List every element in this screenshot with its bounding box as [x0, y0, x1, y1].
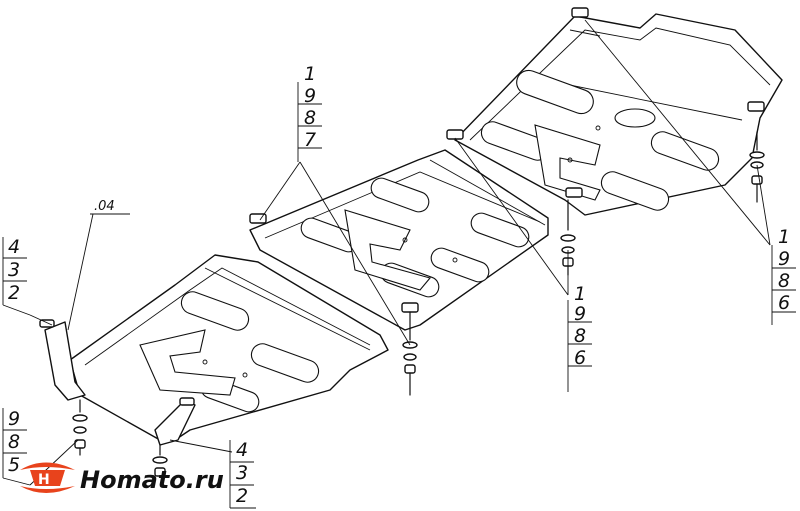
- callout-number: 2: [236, 485, 248, 507]
- callout-bottom-center: 4 3 2: [229, 439, 256, 509]
- callout-right-top: 1 9 8 6: [771, 226, 796, 325]
- callout-number: 1: [778, 226, 790, 248]
- callout-number: 9: [574, 303, 586, 325]
- callout-number: 8: [778, 270, 790, 292]
- callout-number: 9: [8, 408, 20, 430]
- middle-skid-plate: [249, 149, 549, 331]
- callout-number: 7: [304, 129, 316, 151]
- left-bracket: [39, 319, 86, 401]
- rear-skid-plate: [454, 13, 783, 216]
- callout-number: 9: [778, 248, 790, 270]
- callout-number: 8: [8, 431, 20, 453]
- callout-number: 4: [8, 236, 20, 258]
- callout-number: 3: [8, 259, 20, 281]
- mounting-tabs: [249, 7, 765, 313]
- part-code: .04: [94, 199, 115, 214]
- leader-lines: [29, 19, 771, 486]
- callout-center-right: 1 9 8 6: [567, 283, 592, 392]
- callout-number: 6: [778, 292, 790, 314]
- callout-number: 3: [236, 462, 248, 484]
- callout-number: 1: [304, 63, 316, 85]
- callout-left-lower: 9 8 5: [2, 408, 31, 486]
- logo-text: Homato.ru: [80, 466, 224, 494]
- callout-top-center: 1 9 8 7: [297, 63, 322, 162]
- svg-text:H: H: [38, 472, 50, 488]
- callout-number: 2: [8, 282, 20, 304]
- callout-number: 1: [574, 283, 586, 305]
- logo-mark-icon: H: [20, 462, 75, 493]
- center-bracket: [154, 397, 196, 446]
- homato-logo: H Homato.ru: [20, 462, 224, 494]
- callout-number: 8: [304, 107, 316, 129]
- callout-number: 4: [236, 439, 248, 461]
- part-code-label: .04: [90, 199, 130, 215]
- callout-number: 6: [574, 347, 586, 369]
- front-skid-plate: [69, 254, 389, 441]
- callout-number: 5: [8, 454, 20, 476]
- callout-number: 8: [574, 325, 586, 347]
- callout-number: 9: [304, 85, 316, 107]
- callout-left-upper: 4 3 2: [2, 236, 31, 316]
